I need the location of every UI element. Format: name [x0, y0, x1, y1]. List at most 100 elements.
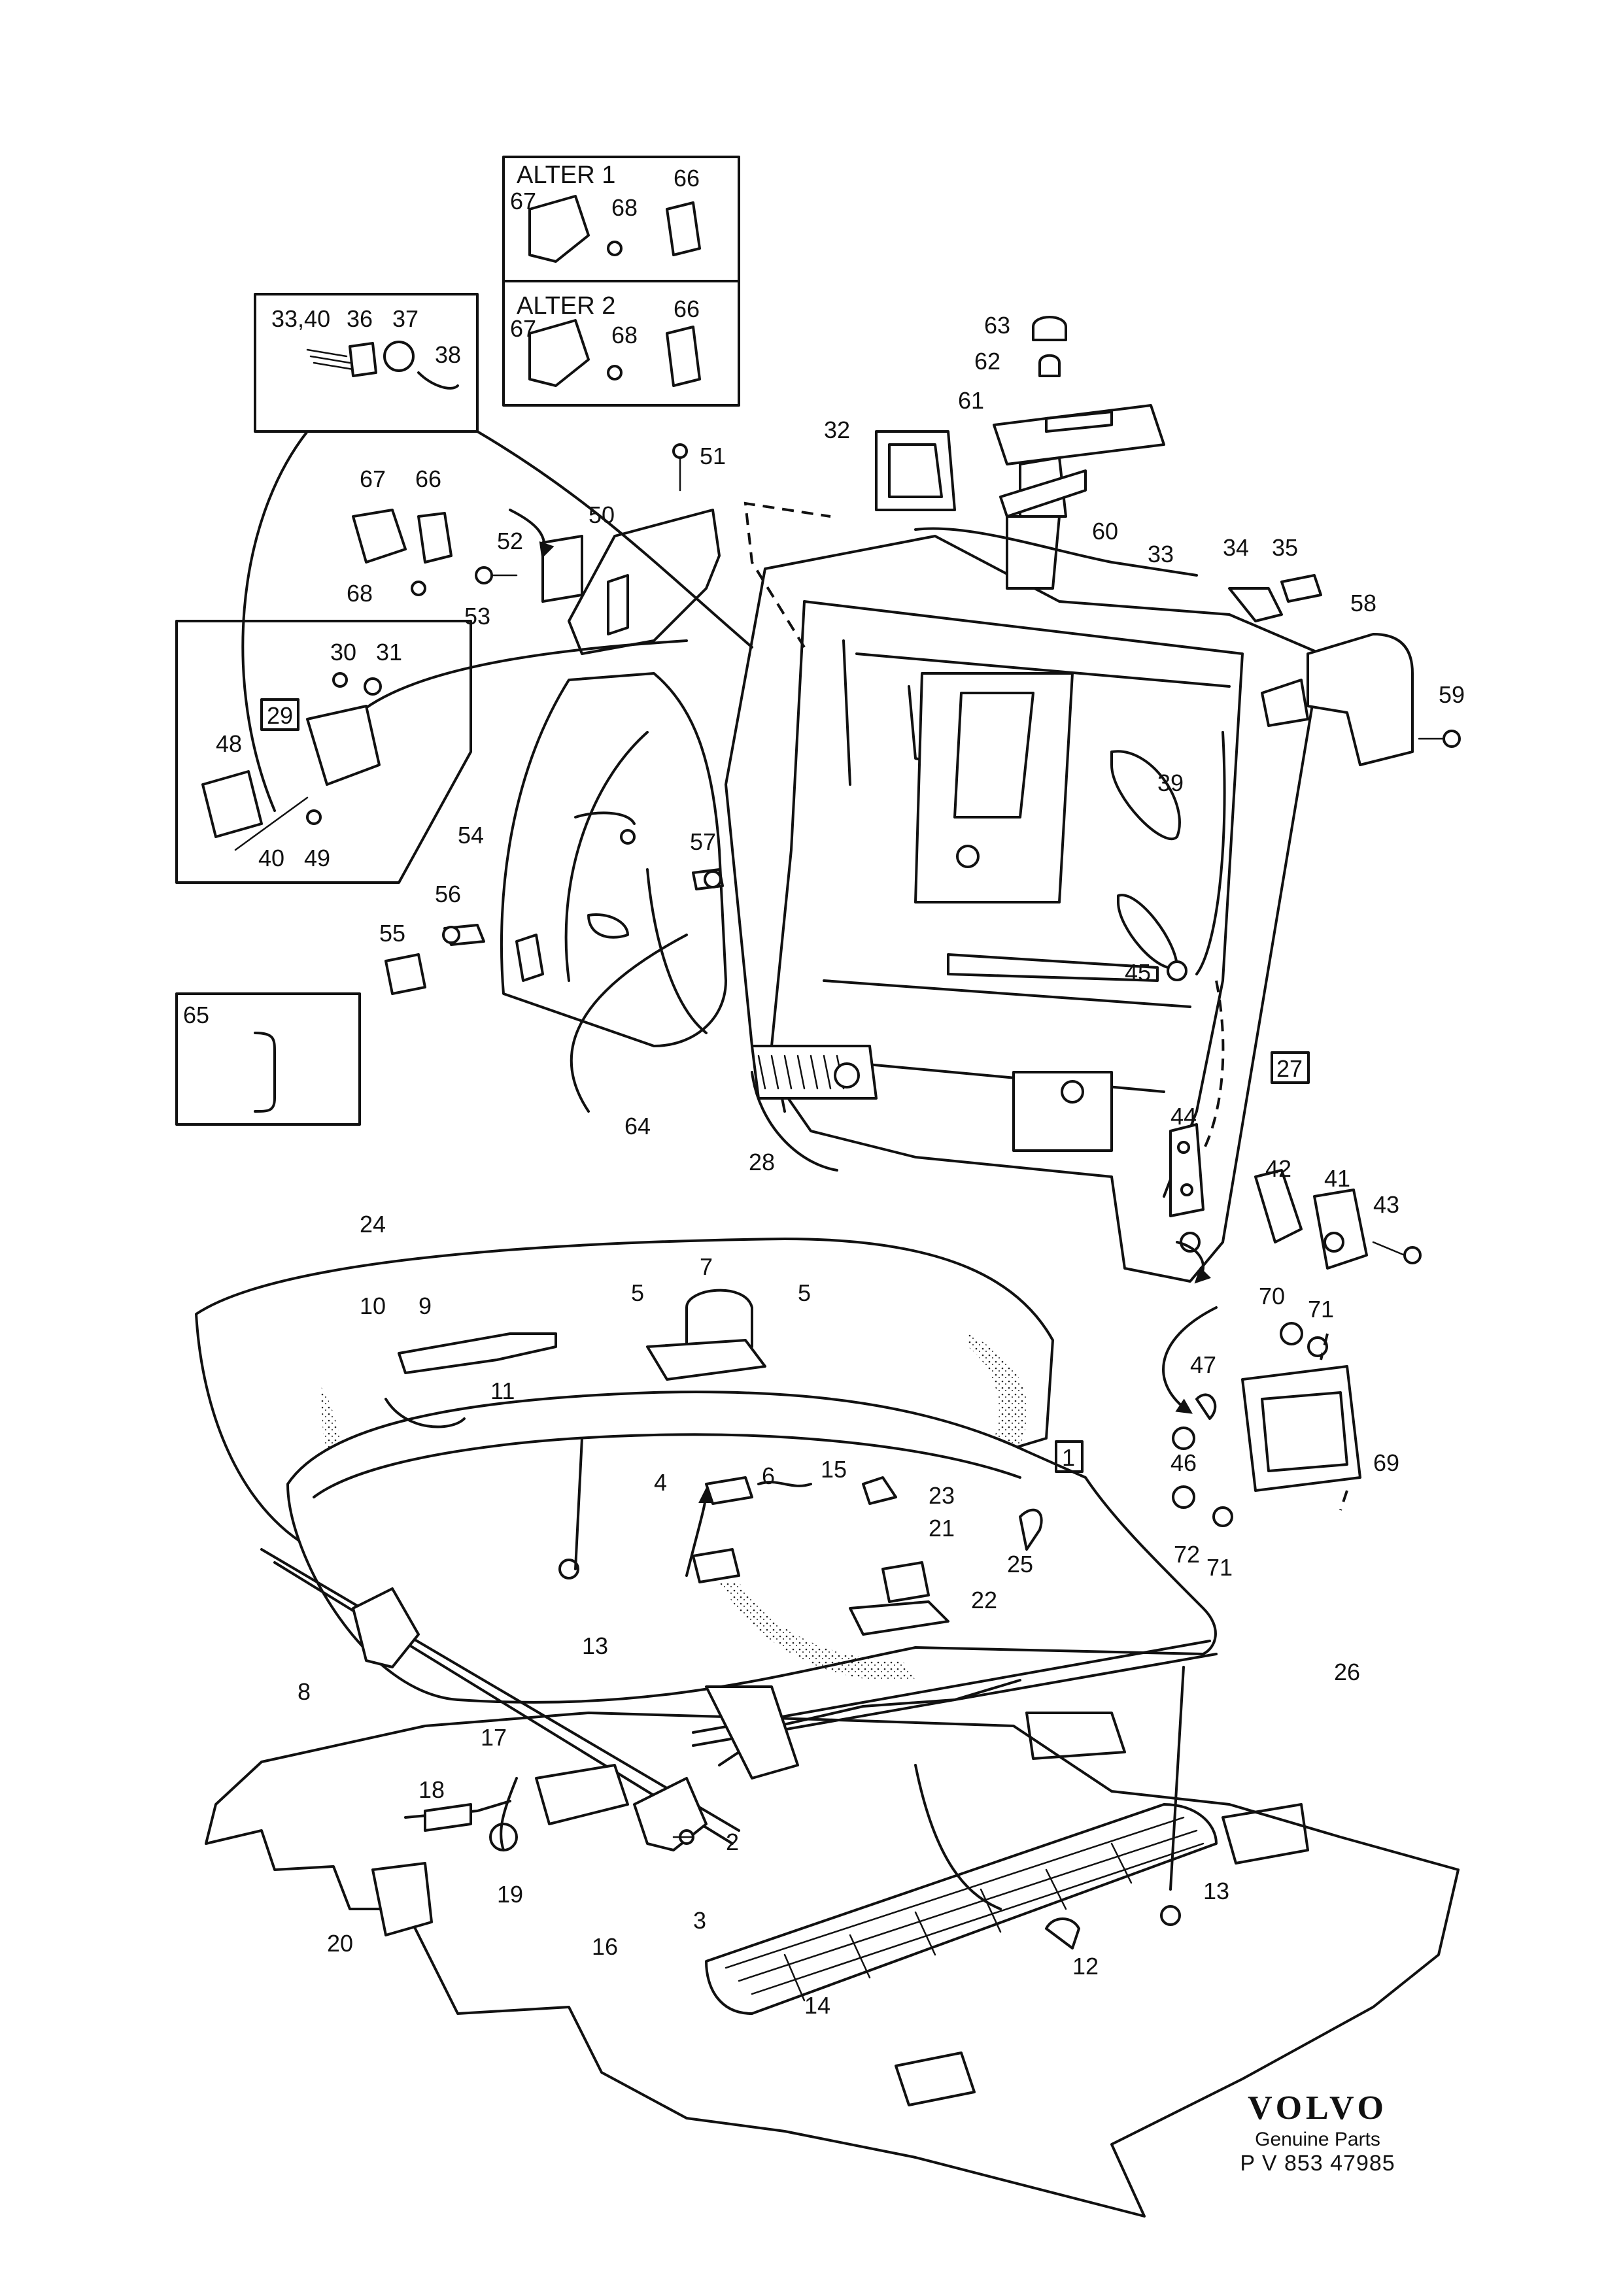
- callout-29: 29: [267, 702, 293, 729]
- callout-15: 15: [821, 1456, 847, 1483]
- callout-33-40: 33,40: [271, 305, 330, 332]
- callout-53: 53: [464, 603, 490, 630]
- callout-24: 24: [360, 1211, 386, 1238]
- callout-36: 36: [347, 305, 373, 332]
- callout-16: 16: [592, 1933, 618, 1960]
- callout-57: 57: [690, 828, 716, 855]
- callout-67b: 67: [510, 315, 536, 342]
- callout-68a: 68: [611, 194, 638, 221]
- callout-40: 40: [258, 845, 284, 871]
- side-clips: [384, 868, 724, 995]
- callout-35: 35: [1272, 534, 1298, 561]
- callout-42: 42: [1265, 1155, 1291, 1182]
- callout-46: 46: [1170, 1449, 1197, 1476]
- callout-21: 21: [929, 1515, 955, 1542]
- callout-66b: 66: [674, 295, 700, 322]
- callout-66a: 66: [674, 165, 700, 192]
- callout-56: 56: [435, 881, 461, 907]
- callout-47: 47: [1190, 1351, 1216, 1378]
- callout-33: 33: [1148, 541, 1174, 567]
- callout-11: 11: [490, 1377, 515, 1404]
- callout-58: 58: [1350, 590, 1376, 616]
- callout-52: 52: [497, 528, 523, 554]
- callout-13b: 13: [1203, 1878, 1229, 1904]
- callout-48: 48: [216, 730, 242, 757]
- diagram-code: P V 853 47985: [1240, 2151, 1395, 2176]
- callout-27: 27: [1276, 1055, 1303, 1082]
- callout-67c: 67: [360, 465, 386, 492]
- callout-31: 31: [376, 639, 402, 666]
- callout-60: 60: [1092, 518, 1118, 545]
- callout-44: 44: [1170, 1103, 1197, 1130]
- callout-6: 6: [762, 1462, 775, 1489]
- callout-68c: 68: [347, 580, 373, 607]
- alter-1-label: ALTER 1: [517, 161, 615, 189]
- callout-22: 22: [971, 1587, 997, 1613]
- callout-66c: 66: [415, 465, 441, 492]
- callout-43: 43: [1373, 1191, 1399, 1218]
- callout-8: 8: [298, 1678, 311, 1705]
- callout-box-27: [1271, 1051, 1310, 1084]
- callout-3: 3: [693, 1907, 706, 1934]
- callout-28: 28: [749, 1149, 775, 1175]
- callout-61: 61: [958, 387, 984, 414]
- inset-alter-box: [502, 156, 740, 407]
- inset-cable-box: [254, 293, 479, 433]
- callout-70: 70: [1259, 1283, 1285, 1309]
- rear-floor-rail: [705, 1803, 1218, 2015]
- callout-9: 9: [419, 1292, 432, 1319]
- callout-67a: 67: [510, 188, 536, 214]
- callout-34: 34: [1223, 534, 1249, 561]
- callout-71a: 71: [1308, 1296, 1334, 1323]
- callout-45: 45: [1125, 959, 1151, 986]
- volvo-genuine-parts-block: VOLVO Genuine Parts P V 853 47985: [1210, 2089, 1426, 2176]
- callout-54: 54: [458, 822, 484, 849]
- callout-59: 59: [1439, 681, 1465, 708]
- callout-30: 30: [330, 639, 356, 666]
- callout-5a: 5: [631, 1279, 644, 1306]
- callout-23: 23: [929, 1482, 955, 1509]
- callout-68b: 68: [611, 322, 638, 348]
- inset-hook-box: [175, 992, 361, 1126]
- callout-26: 26: [1334, 1659, 1360, 1685]
- callout-32: 32: [824, 416, 850, 443]
- callout-20: 20: [327, 1930, 353, 1957]
- brand-tagline: Genuine Parts: [1255, 2129, 1380, 2150]
- callout-25: 25: [1007, 1551, 1033, 1578]
- callout-box-29: [260, 698, 299, 731]
- callout-14: 14: [804, 1992, 830, 2019]
- callout-63: 63: [984, 312, 1010, 339]
- lower-right-lock-parts: [1167, 960, 1422, 1270]
- callout-18: 18: [419, 1776, 445, 1803]
- standalone-clip-set: [352, 509, 453, 596]
- spring-assembly: [751, 1045, 878, 1100]
- callout-37: 37: [392, 305, 419, 332]
- side-trim-panel: [500, 672, 727, 1047]
- callout-19: 19: [497, 1881, 523, 1908]
- callout-51: 51: [700, 443, 726, 469]
- callout-41: 41: [1324, 1165, 1350, 1192]
- callout-50: 50: [589, 501, 615, 528]
- callout-64: 64: [624, 1113, 651, 1140]
- callout-39: 39: [1157, 769, 1184, 796]
- callout-69: 69: [1373, 1449, 1399, 1476]
- callout-2: 2: [726, 1829, 739, 1855]
- headrest-parts: [875, 316, 1165, 590]
- seat-frame: [260, 1391, 1218, 1851]
- leader-curves: [241, 430, 1348, 1910]
- callout-1: 1: [1062, 1444, 1075, 1471]
- callout-71b: 71: [1206, 1554, 1233, 1581]
- callout-65: 65: [183, 1002, 209, 1028]
- callout-12: 12: [1072, 1953, 1099, 1980]
- volvo-logo: VOLVO: [1248, 2089, 1388, 2127]
- callout-72: 72: [1174, 1541, 1200, 1568]
- callout-4: 4: [654, 1469, 667, 1496]
- alter-2-label: ALTER 2: [517, 292, 615, 320]
- seat-small-parts: [371, 1289, 1181, 1950]
- backrest-frame: [725, 535, 1322, 1283]
- callout-55: 55: [379, 920, 405, 947]
- floor-carpet-panel: [205, 1712, 1460, 2218]
- hinge-bracket-upper: [475, 443, 721, 655]
- callout-7: 7: [700, 1253, 713, 1280]
